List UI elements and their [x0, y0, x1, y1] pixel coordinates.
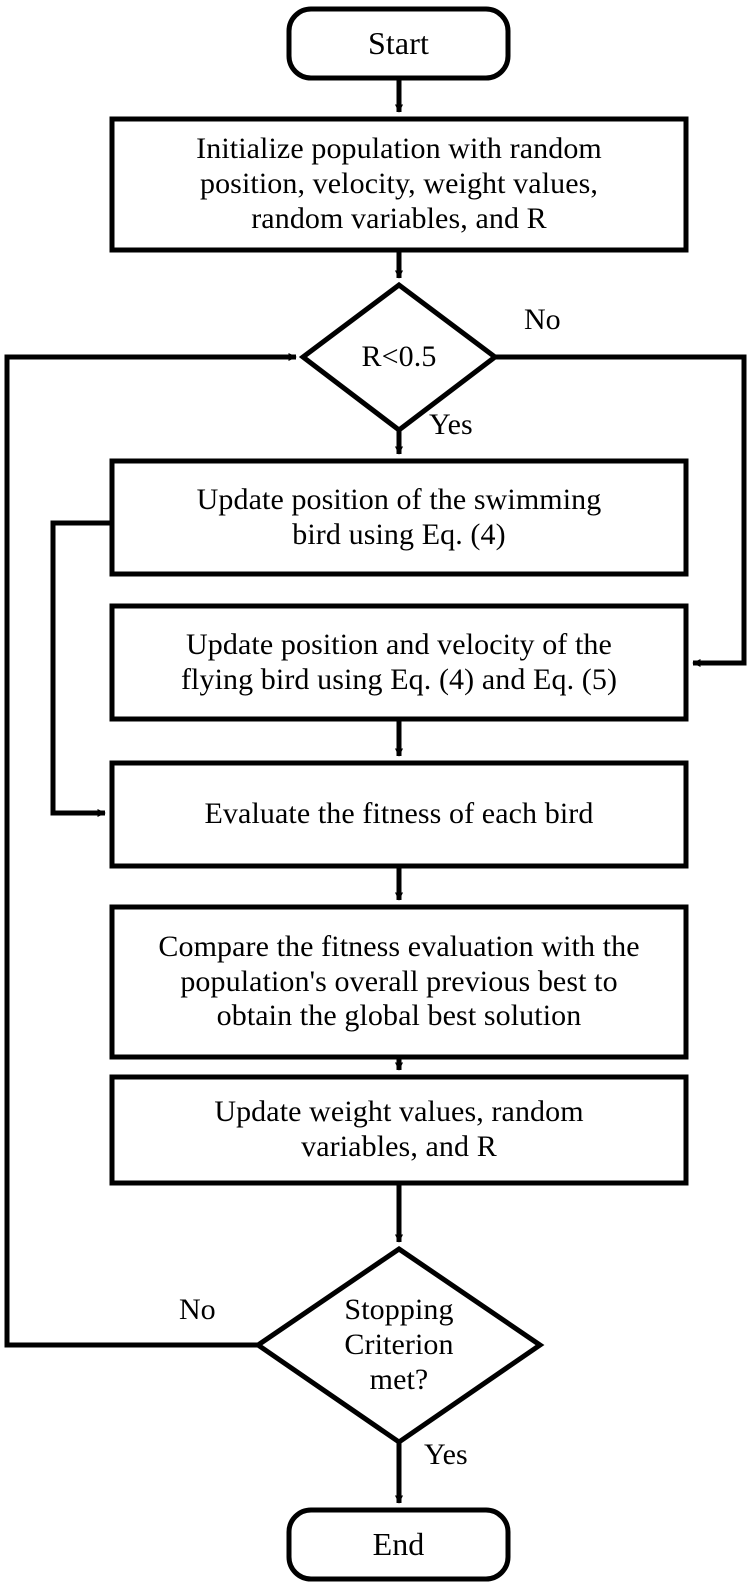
shape-initialize [109, 116, 689, 253]
shape-evaluate [109, 760, 689, 869]
edge-decision-r-no-to-flying [495, 354, 747, 668]
shape-swimming [109, 458, 689, 577]
edge-label-decision-r-no: No [524, 303, 561, 336]
shape-flying [109, 603, 689, 722]
shape-start [286, 6, 511, 81]
edge-label-decision-stop-yes: Yes [424, 1438, 468, 1471]
edge-swimming-to-evaluate [50, 520, 112, 818]
shape-compare [109, 904, 689, 1060]
shape-end [286, 1507, 511, 1582]
shape-update-weights [109, 1074, 689, 1186]
shape-decision-stop [253, 1245, 545, 1446]
edge-decision-stop-no-to-decision-r [4, 352, 297, 1348]
edge-label-decision-stop-no: No [179, 1293, 216, 1326]
edge-label-decision-r-yes: Yes [429, 408, 473, 441]
